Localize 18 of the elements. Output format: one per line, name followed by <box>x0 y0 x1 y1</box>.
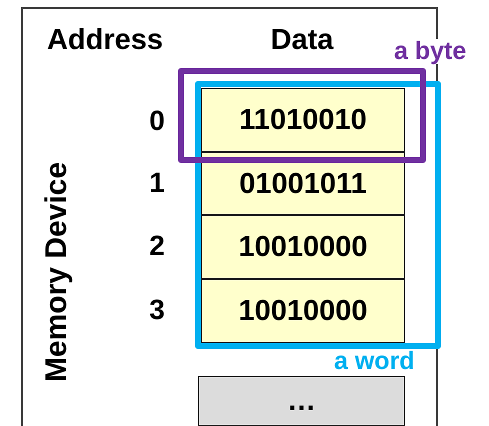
address-number: 1 <box>149 169 165 197</box>
column-heading: Address <box>46 26 164 55</box>
device-label: Memory Device <box>42 162 72 382</box>
cell-value: 01001011 <box>239 170 367 199</box>
cell-value: 11010010 <box>239 106 367 135</box>
memory-cell <box>201 215 405 279</box>
column-heading: Data <box>270 26 334 55</box>
outline-label: a byte <box>393 39 468 64</box>
memory-cell <box>201 152 405 215</box>
ellipsis: … <box>287 387 316 416</box>
address-number: 3 <box>149 296 165 324</box>
cell-value: 10010000 <box>238 233 368 262</box>
memory-cell <box>201 279 405 343</box>
address-number: 0 <box>149 107 165 135</box>
address-number: 2 <box>149 232 165 260</box>
memory-cell <box>201 88 405 152</box>
cell-value: 10010000 <box>238 297 368 326</box>
unused-memory-cell <box>198 376 405 426</box>
